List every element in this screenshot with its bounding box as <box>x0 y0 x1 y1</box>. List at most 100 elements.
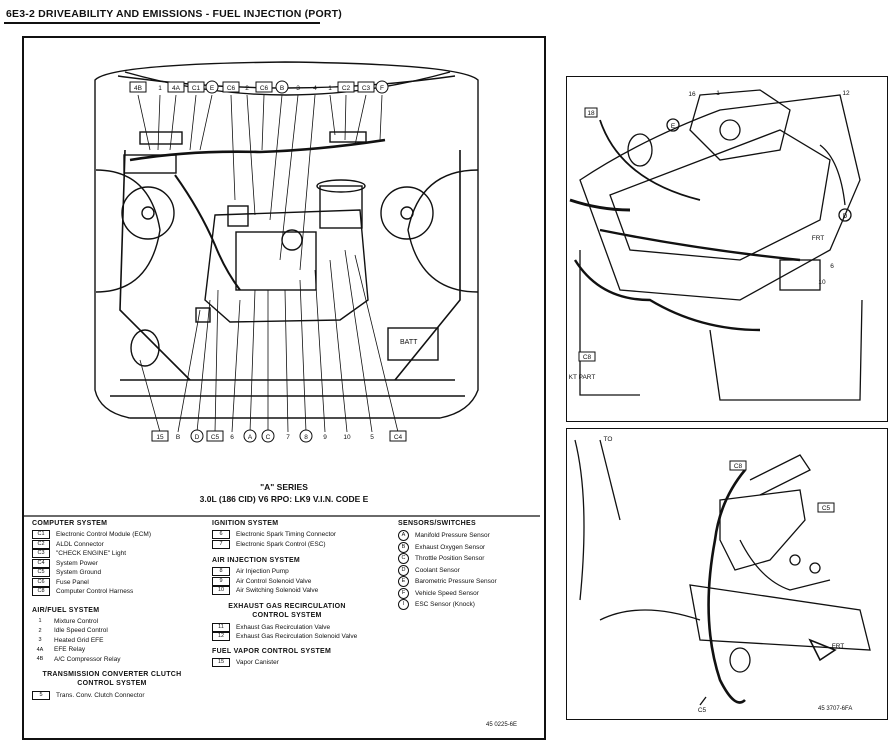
car-body-outline <box>94 61 479 419</box>
bottom-callout-3: C5 <box>206 430 224 442</box>
top-callout-0: 4B <box>129 81 147 93</box>
view1-label-6: 6 <box>830 263 834 270</box>
svg-text:C6: C6 <box>227 85 236 92</box>
svg-text:6: 6 <box>230 434 234 441</box>
svg-text:B: B <box>176 434 180 441</box>
bottom-callout-12: C4 <box>389 430 407 442</box>
intake-plenum <box>235 231 317 291</box>
view1-label-12: 12 <box>842 90 850 97</box>
bottom-callout-8: 8 <box>299 429 313 443</box>
svg-text:E: E <box>210 85 215 92</box>
view1-label-16: 16 <box>688 91 696 98</box>
top-callout-6: 2 <box>245 85 249 92</box>
left-reference-number: 45 0225-6E <box>486 722 518 728</box>
view1-label-10: 10 <box>818 279 826 286</box>
bottom-callout-11: 5 <box>370 434 374 441</box>
right-strut-tower <box>380 186 434 240</box>
top-callout-leaders <box>137 94 383 271</box>
svg-text:C5: C5 <box>211 434 220 441</box>
page-title: 6E3-2 DRIVEABILITY AND EMISSIONS - FUEL … <box>6 8 342 20</box>
legend-evap-title: FUEL VAPOR CONTROL SYSTEM <box>212 647 332 655</box>
top-callout-11: 1 <box>328 85 332 92</box>
top-callout-13: C3 <box>357 81 375 93</box>
view1-label-FRT: FRT <box>812 235 825 242</box>
svg-text:C4: C4 <box>394 434 403 441</box>
windshield <box>124 71 451 96</box>
bottom-callout-6: C <box>261 429 275 443</box>
svg-text:2: 2 <box>245 85 249 92</box>
top-callout-4: E <box>205 80 219 94</box>
svg-text:1: 1 <box>158 85 162 92</box>
view1-label-D: D <box>843 213 848 220</box>
bottom-callout-4: 6 <box>230 434 234 441</box>
bottom-callout-5: A <box>243 429 257 443</box>
bottom-callout-10: 10 <box>343 434 351 441</box>
bottom-callout-7: 7 <box>286 434 290 441</box>
view1-label-KT: KT PART <box>569 374 596 381</box>
top-callout-text: 4B <box>134 85 142 92</box>
series-caption: "A" SERIES <box>260 482 308 492</box>
svg-text:7: 7 <box>286 434 290 441</box>
battery-label: BATT <box>400 339 418 346</box>
svg-text:B: B <box>280 85 284 92</box>
top-callout-8: B <box>275 80 289 94</box>
bottom-callout-leaders <box>139 249 399 433</box>
svg-text:5: 5 <box>370 434 374 441</box>
svg-text:D: D <box>195 434 200 441</box>
ecm-module <box>139 131 183 145</box>
top-callout-12: C2 <box>337 81 355 93</box>
view2-label-C8: C8 <box>734 463 743 470</box>
svg-text:4A: 4A <box>172 85 181 92</box>
vapor-canister <box>319 185 363 229</box>
svg-text:A: A <box>248 434 253 441</box>
svg-text:1: 1 <box>328 85 332 92</box>
engine-block <box>204 209 369 323</box>
right-reference-number: 45 3707-6FA <box>818 706 853 712</box>
svg-text:C: C <box>266 434 271 441</box>
left-strut-tower <box>121 186 175 240</box>
view1-label-C8: C8 <box>583 354 592 361</box>
battery <box>387 327 439 361</box>
top-callout-10: 4 <box>313 85 317 92</box>
svg-text:10: 10 <box>343 434 351 441</box>
top-callout-14: F <box>375 80 389 94</box>
svg-text:8: 8 <box>304 434 308 441</box>
legend-ignition-title: IGNITION SYSTEM <box>212 520 279 527</box>
detail-view-2-frame <box>566 428 888 720</box>
legend-egr-title: EXHAUST GAS RECIRCULATION CONTROL SYSTEM <box>228 602 346 619</box>
legend-airfuel-title: AIR/FUEL SYSTEM <box>32 606 100 614</box>
legend-tcc-title: TRANSMISSION CONVERTER CLUTCH CONTROL SY… <box>42 671 182 687</box>
view2-label-FRT: FRT <box>832 643 845 650</box>
legend-item: C3"CHECK ENGINE" Light <box>32 549 212 559</box>
view2-label-C5b: C5 <box>698 707 707 714</box>
svg-text:C1: C1 <box>192 85 201 92</box>
svg-text:9: 9 <box>323 434 327 441</box>
legend-sensors-title: SENSORS/SWITCHES <box>398 520 476 527</box>
